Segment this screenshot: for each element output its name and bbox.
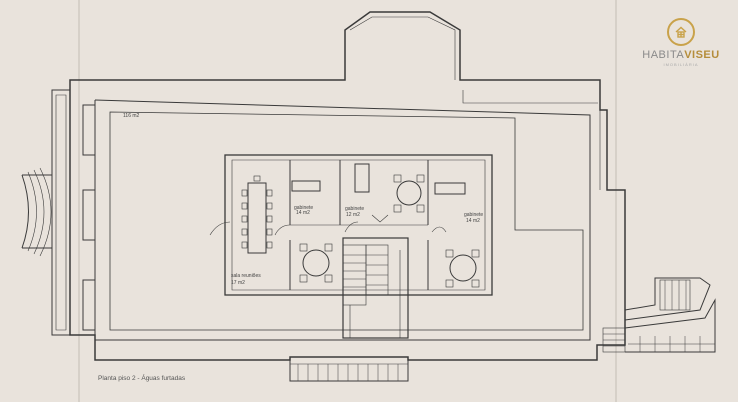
brand-name-part2: VISEU [684,49,720,61]
house-icon [667,18,695,46]
room-area-office-1: 14 m2 [296,210,310,216]
room-name-office-3: gabinete [464,212,483,218]
bottom-stair [289,356,409,382]
room-area-office-2: 12 m2 [346,212,360,218]
round-tables [299,174,480,288]
room-name-office-1: gabinete [294,205,313,211]
rooms [209,154,493,296]
paper-fold-left [78,0,80,402]
room-name-meeting: sala reuniões [231,273,261,279]
plan-caption: Planta piso 2 - Águas furtadas [98,375,186,382]
central-stair [342,237,409,339]
left-windows [82,104,96,331]
room-area-meeting: 17 m2 [231,280,245,286]
room-name-office-2: gabinete [345,206,364,212]
brand-logo: HABITAVISEU IMOBILIÁRIA [636,18,726,67]
left-balcony [21,89,71,336]
right-external-stair [602,277,716,353]
desks [291,163,466,195]
brand-name: HABITAVISEU [636,49,726,61]
room-area-office-3: 14 m2 [466,218,480,224]
paper-fold-right [615,0,617,402]
room-labels: 116 m2 sala reuniões 17 m2 gabinete 14 m… [123,113,483,286]
total-area-label: 116 m2 [123,113,140,119]
meeting-table [241,175,273,254]
brand-name-part1: HABITA [642,49,685,61]
outer-walls [69,11,626,361]
brand-tagline: IMOBILIÁRIA [663,62,699,67]
